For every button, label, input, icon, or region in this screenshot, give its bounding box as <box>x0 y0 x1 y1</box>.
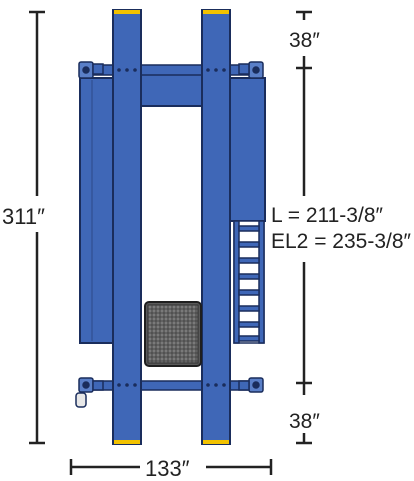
bottom-crossbeam <box>84 380 260 391</box>
left-post-column <box>112 9 142 445</box>
approach-ramp-ladder <box>233 220 265 344</box>
runway-length-label: L = 211-3/8″ <box>271 204 383 227</box>
top-clearance-dimension <box>296 10 312 196</box>
overall-width-label: 133″ <box>145 456 190 481</box>
corner-bracket-top-right <box>238 61 264 79</box>
center-mesh-grate <box>144 301 202 367</box>
right-post-top-cap <box>203 10 229 14</box>
bottom-clearance-label: 38″ <box>289 410 320 433</box>
right-post-column <box>201 9 231 445</box>
left-post-top-cap <box>114 10 140 14</box>
corner-bracket-bottom-right <box>238 377 264 393</box>
left-side-panel <box>79 77 116 344</box>
right-side-panel <box>228 77 266 222</box>
overall-length-label: 311″ <box>2 204 45 229</box>
corner-bracket-top-left <box>78 61 104 79</box>
right-post-bottom-cap <box>203 440 229 444</box>
top-clearance-label: 38″ <box>289 29 320 52</box>
left-post-bottom-cap <box>114 440 140 444</box>
bottom-clearance-dimension <box>296 262 312 445</box>
overall-length-dimension <box>29 10 45 445</box>
extended-length-label: EL2 = 235-3/8″ <box>271 230 412 253</box>
top-beam-rail <box>84 64 260 76</box>
bolt-details <box>117 68 226 387</box>
corner-bracket-bottom-left <box>75 377 104 408</box>
overall-width-dimension <box>69 459 273 475</box>
